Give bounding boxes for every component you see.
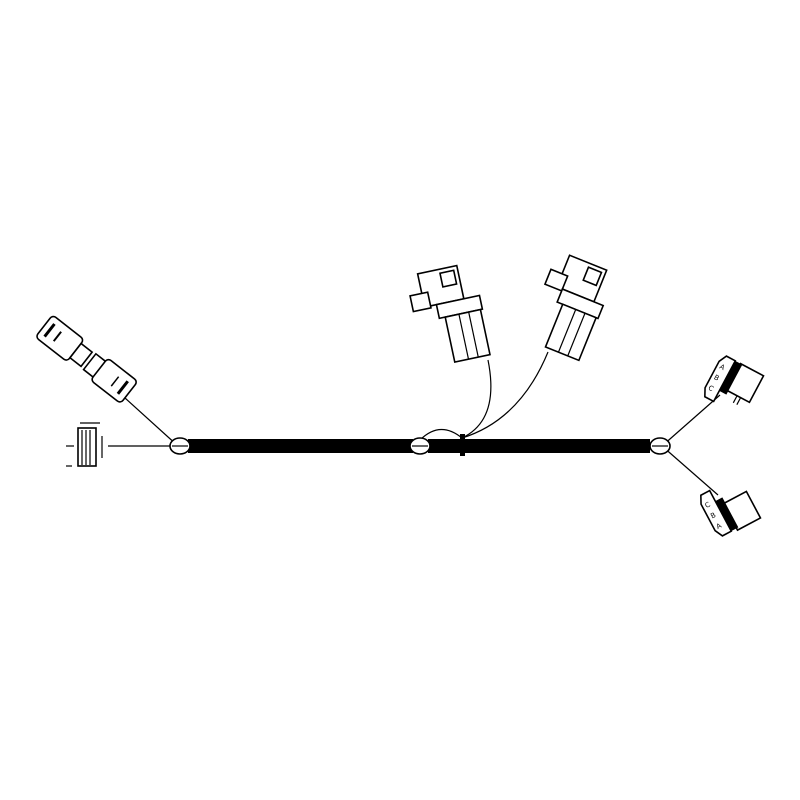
breakout-clip [460, 434, 465, 456]
left-inline-connector-pair[interactable] [35, 315, 137, 404]
top-connector-2[interactable] [523, 251, 616, 362]
ring-terminal[interactable] [66, 422, 103, 467]
wire-right-upper [661, 394, 721, 447]
wire-top-connector-1 [461, 359, 492, 439]
grommet-left [169, 437, 191, 455]
pin-label: A [715, 522, 723, 531]
pin-label: A [718, 363, 726, 372]
right-connector-lower[interactable]: C B A [697, 476, 762, 540]
grommet-middle [409, 437, 431, 455]
wire-right-lower [661, 445, 719, 496]
pin-label: C [707, 384, 715, 393]
wire-loop [419, 428, 463, 441]
bundle-segment-left [188, 439, 413, 453]
right-connector-upper[interactable]: A B C [701, 354, 765, 416]
grommet-right [649, 437, 671, 455]
bundle-segment-right [428, 439, 650, 453]
wires [108, 351, 721, 496]
pin-label: C [704, 500, 712, 509]
wire-left-connector [124, 397, 179, 447]
pin-label: B [712, 373, 720, 382]
top-connector-1[interactable] [406, 262, 492, 368]
pin-label: B [709, 511, 717, 520]
wire-top-connector-2 [461, 351, 549, 439]
